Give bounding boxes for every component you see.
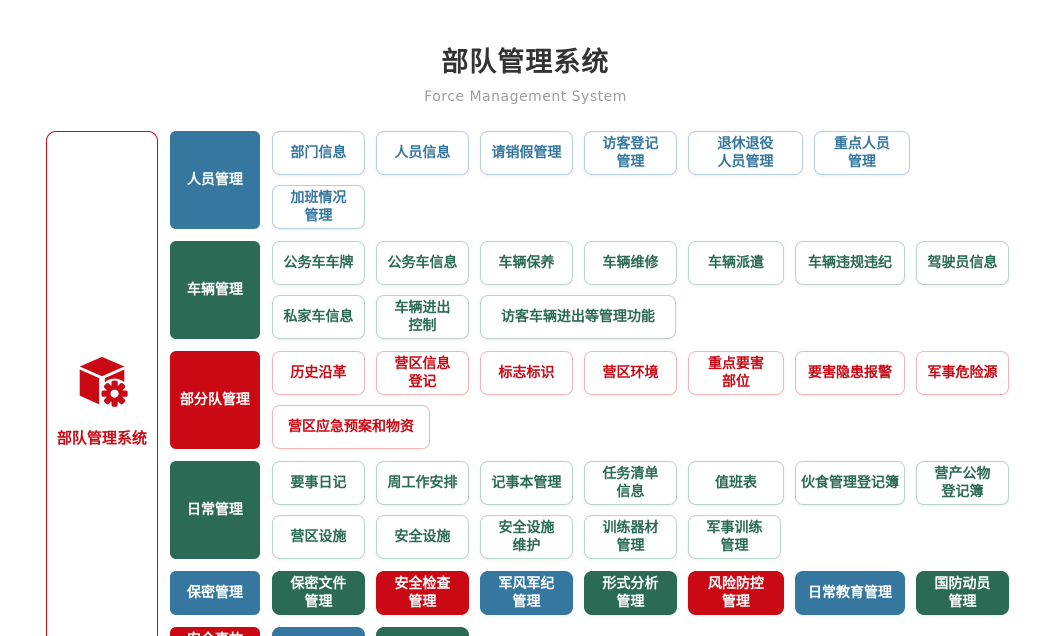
node-item: 车辆违规违纪 [795,241,905,285]
node-item: 保密文件 管理 [272,571,365,615]
category-secrecy: 保密管理 [170,571,260,615]
group-vehicle: 车辆管理 公务车车牌 公务车信息 车辆保养 车辆维修 车辆派遣 车辆违规违纪 驾… [170,241,1013,339]
category-unit: 部分队管理 [170,351,260,449]
node-item: 车辆维修 [584,241,677,285]
system-diagram: 部队管理系统 人员管理 部门信息 人员信息 请销假管理 访客登记 管理 退休退役… [46,131,1051,636]
node-item: 营区设施 [272,515,365,559]
node-item: 营产公物 登记簿 [916,461,1009,505]
node-item: 安全设施 [376,515,469,559]
group-daily-items: 要事日记 周工作安排 记事本管理 任务清单 信息 值班表 伙食管理登记簿 营产公… [272,461,1013,559]
node-item: 营区环境 [584,351,677,395]
group-vehicle-items: 公务车车牌 公务车信息 车辆保养 车辆维修 车辆派遣 车辆违规违纪 驾驶员信息 … [272,241,1013,339]
node-item: 驾驶员信息 [916,241,1009,285]
category-personnel: 人员管理 [170,131,260,229]
category-vehicle: 车辆管理 [170,241,260,339]
root-node-label: 部队管理系统 [56,428,147,447]
root-node: 部队管理系统 [46,131,158,636]
group-accident-items: 战时管理 资料库管理 [272,627,1013,636]
node-item: 访客车辆进出等管理功能 [480,295,676,339]
group-unit-items: 历史沿革 营区信息 登记 标志标识 营区环境 重点要害 部位 要害隐患报警 军事… [272,351,1013,449]
group-daily: 日常管理 要事日记 周工作安排 记事本管理 任务清单 信息 值班表 伙食管理登记… [170,461,1013,559]
group-list: 人员管理 部门信息 人员信息 请销假管理 访客登记 管理 退休退役 人员管理 重… [170,131,1013,636]
node-item: 加班情况 管理 [272,185,365,229]
node-item: 任务清单 信息 [584,461,677,505]
group-secrecy-items: 保密文件 管理 安全检查 管理 军风军纪 管理 形式分析 管理 风险防控 管理 … [272,571,1013,615]
diagram-title: 部队管理系统 [441,47,610,78]
node-item: 车辆派遣 [688,241,784,285]
node-item: 形式分析 管理 [584,571,677,615]
category-accident: 安全事故 管理 [170,627,260,636]
category-daily: 日常管理 [170,461,260,559]
node-item: 重点要害 部位 [688,351,784,395]
node-item: 公务车信息 [376,241,469,285]
node-item: 车辆进出 控制 [376,295,469,339]
group-unit: 部分队管理 历史沿革 营区信息 登记 标志标识 营区环境 重点要害 部位 要害隐… [170,351,1013,449]
page-header: 部队管理系统 Force Management System [0,0,1051,105]
group-accident: 安全事故 管理 战时管理 资料库管理 [170,627,1013,636]
node-item: 军事训练 管理 [688,515,781,559]
diagram-subtitle: Force Management System [424,89,627,105]
node-item: 部门信息 [272,131,365,175]
node-item: 训练器材 管理 [584,515,677,559]
node-item: 周工作安排 [376,461,469,505]
node-item: 人员信息 [376,131,469,175]
node-item: 安全检查 管理 [376,571,469,615]
node-item: 军风军纪 管理 [480,571,573,615]
node-item: 公务车车牌 [272,241,365,285]
node-item: 伙食管理登记簿 [795,461,905,505]
node-item: 重点人员 管理 [814,131,910,175]
node-item: 退休退役 人员管理 [688,131,803,175]
node-item: 访客登记 管理 [584,131,677,175]
node-item: 请销假管理 [480,131,573,175]
node-item: 安全设施 维护 [480,515,573,559]
node-item: 营区信息 登记 [376,351,469,395]
node-item: 日常教育管理 [795,571,905,615]
node-item: 国防动员 管理 [916,571,1009,615]
node-item: 车辆保养 [480,241,573,285]
node-item: 标志标识 [480,351,573,395]
node-item: 战时管理 [272,627,365,636]
node-item: 值班表 [688,461,784,505]
node-item: 军事危险源 [916,351,1009,395]
node-item: 营区应急预案和物资 [272,405,430,449]
node-item: 资料库管理 [376,627,469,636]
cube-gear-icon [79,356,130,409]
group-secrecy: 保密管理 保密文件 管理 安全检查 管理 军风军纪 管理 形式分析 管理 风险防… [170,571,1013,615]
node-item: 风险防控 管理 [688,571,784,615]
node-item: 记事本管理 [480,461,573,505]
node-item: 历史沿革 [272,351,365,395]
node-item: 要害隐患报警 [795,351,905,395]
group-personnel: 人员管理 部门信息 人员信息 请销假管理 访客登记 管理 退休退役 人员管理 重… [170,131,1013,229]
node-item: 要事日记 [272,461,365,505]
node-item: 私家车信息 [272,295,365,339]
group-personnel-items: 部门信息 人员信息 请销假管理 访客登记 管理 退休退役 人员管理 重点人员 管… [272,131,1013,229]
